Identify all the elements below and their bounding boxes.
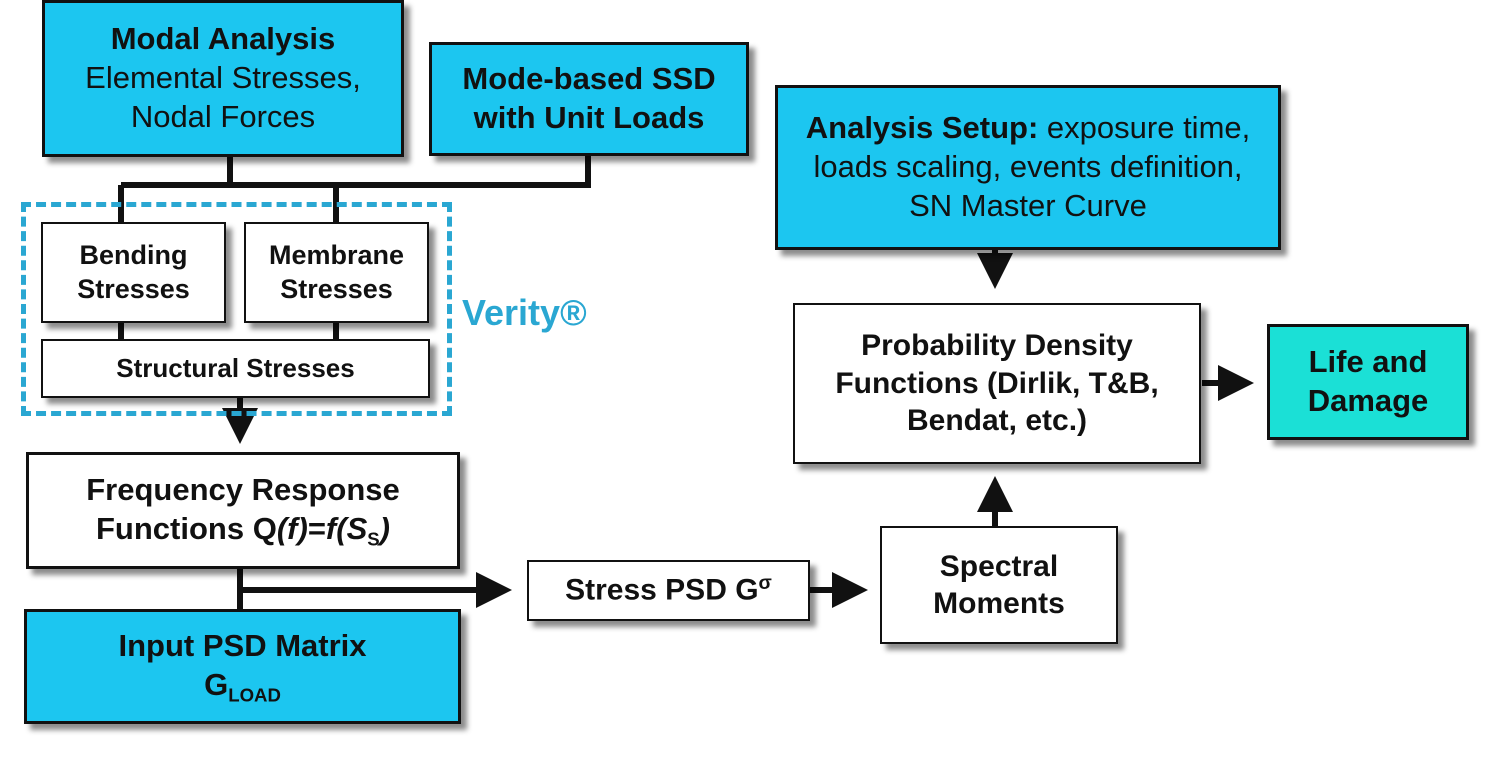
stress-psd-sup: σ	[758, 572, 772, 595]
spectral-line1: Spectral	[939, 549, 1059, 583]
spectral-moments-box: Spectral Moments	[880, 526, 1118, 644]
pdf-line2: Functions (Dirlik, T&B,	[835, 366, 1159, 400]
input-psd-line2: GLOAD	[204, 666, 281, 707]
structural-stresses-box: Structural Stresses	[41, 339, 430, 398]
life-line1: Life and	[1308, 344, 1428, 380]
analysis-setup-line3: SN Master Curve	[909, 187, 1147, 223]
frf-box: Frequency Response Functions Q(f)=f(SS)	[26, 452, 460, 569]
pdf-box: Probability Density Functions (Dirlik, T…	[793, 303, 1201, 464]
verity-label: Verity®	[462, 292, 587, 333]
frf-prefix: Functions Q	[96, 510, 277, 546]
bending-line1: Bending	[79, 239, 188, 270]
modal-analysis-box: Modal Analysis Elemental Stresses, Nodal…	[42, 0, 404, 157]
modal-analysis-line2: Nodal Forces	[130, 98, 316, 134]
bending-line2: Stresses	[77, 273, 190, 304]
modal-analysis-title: Modal Analysis	[110, 21, 336, 57]
spectral-line2: Moments	[933, 587, 1065, 620]
membrane-stresses-box: Membrane Stresses	[244, 222, 429, 323]
stress-psd-box: Stress PSD Gσ	[527, 560, 810, 621]
mode-ssd-line2: with Unit Loads	[473, 100, 705, 135]
frf-line2: Functions Q(f)=f(SS)	[96, 510, 390, 551]
frf-eq: =	[307, 510, 326, 546]
pdf-line1: Probability Density	[861, 329, 1133, 363]
membrane-line1: Membrane	[268, 239, 405, 270]
life-damage-box: Life and Damage	[1267, 324, 1469, 440]
structural-label: Structural Stresses	[116, 353, 355, 384]
analysis-setup-bold: Analysis Setup:	[805, 110, 1039, 146]
analysis-setup-line1: Analysis Setup: exposure time,	[806, 109, 1251, 148]
verity-region	[21, 202, 452, 416]
analysis-setup-line1-rest: exposure time,	[1038, 110, 1251, 146]
stress-psd-label: Stress PSD Gσ	[565, 571, 772, 609]
mode-ssd-box: Mode-based SSD with Unit Loads	[429, 42, 749, 156]
frf-f2: f(S	[325, 510, 368, 546]
input-psd-box: Input PSD Matrix GLOAD	[24, 609, 461, 724]
stress-psd-text: Stress PSD G	[565, 574, 759, 608]
mode-ssd-line1: Mode-based SSD	[462, 61, 716, 97]
bending-stresses-box: Bending Stresses	[41, 222, 226, 323]
frf-f: (f)	[276, 510, 308, 546]
membrane-line2: Stresses	[280, 273, 393, 304]
life-line2: Damage	[1307, 383, 1429, 418]
frf-line1: Frequency Response	[86, 471, 400, 507]
modal-analysis-line1: Elemental Stresses,	[85, 60, 361, 96]
input-psd-sub: LOAD	[228, 684, 281, 705]
frf-sub: S	[367, 528, 380, 549]
input-psd-g: G	[204, 666, 229, 702]
analysis-setup-box: Analysis Setup: exposure time, loads sca…	[775, 85, 1281, 250]
frf-close: )	[379, 510, 390, 546]
pdf-line3: Bendat, etc.)	[906, 404, 1088, 438]
input-psd-line1: Input PSD Matrix	[118, 627, 367, 663]
analysis-setup-line2: loads scaling, events definition,	[813, 149, 1243, 185]
